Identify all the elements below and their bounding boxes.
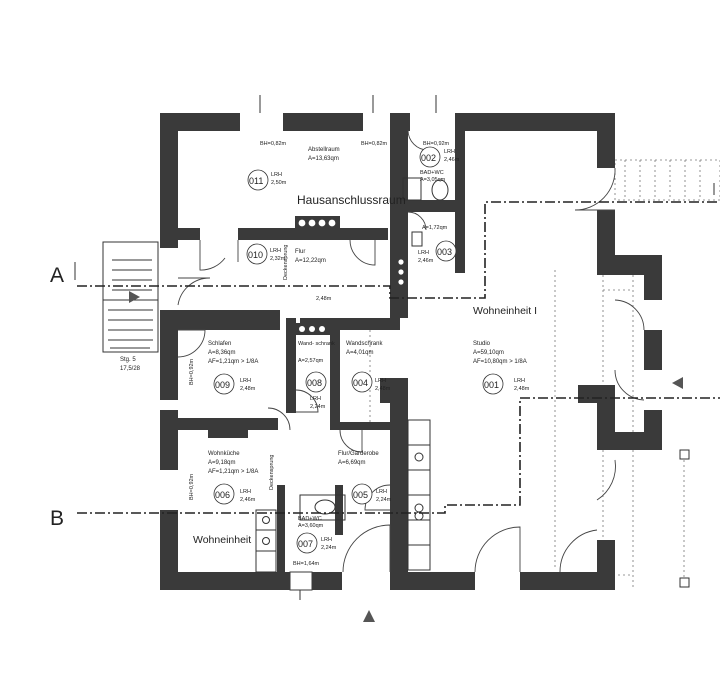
lrh-label: LRH	[270, 248, 281, 254]
lrh-value: 2,32m	[270, 256, 286, 262]
room-number: 010	[248, 250, 263, 260]
room-af: AF=1,21qm > 1/8A	[208, 469, 258, 475]
lrh-label: LRH	[376, 489, 387, 495]
room-number: 001	[484, 380, 499, 390]
deckensprung-note: Deckensprung	[283, 245, 289, 280]
stair-rise: 17,5/28	[120, 366, 141, 372]
room-area: A=4,01qm	[346, 350, 374, 356]
room-name: Abstellraum	[308, 147, 340, 153]
room-area: A=6,69qm	[338, 460, 366, 466]
room-number: 011	[249, 176, 263, 186]
room-name: Wohnküche	[208, 451, 240, 457]
room-number: 009	[215, 380, 230, 390]
lrh-label: LRH	[240, 378, 251, 384]
sill-height: BH=0,92m	[423, 141, 450, 147]
room-number: 007	[298, 539, 313, 549]
lrh-label: LRH	[375, 378, 386, 384]
lrh-value: 2,24m	[310, 404, 326, 410]
room-name: Schlafen	[208, 341, 231, 347]
lrh-label: LRH	[321, 537, 332, 543]
lrh-value: 2,50m	[271, 180, 287, 186]
room-area: A=8,36qm	[208, 350, 236, 356]
lrh-label: LRH	[444, 149, 455, 155]
lrh-label: LRH	[271, 172, 282, 178]
room-af: AF=1,21qm > 1/8A	[208, 359, 258, 365]
lrh-label: LRH	[240, 489, 251, 495]
room-number: 005	[353, 490, 368, 500]
room-number: 004	[353, 378, 368, 388]
sill-height: BH=0,82m	[361, 141, 388, 147]
section-b-label: B	[50, 507, 64, 530]
section-a-label: A	[50, 264, 64, 287]
railing-posts	[679, 449, 690, 588]
room-number: 002	[421, 153, 436, 163]
room-name: Flur/Garderobe	[338, 451, 379, 457]
lrh-value-2: 2,48m	[316, 296, 332, 302]
lrh-label: LRH	[514, 378, 525, 384]
wohneinheit-1-label: Wohneinheit I	[473, 305, 537, 317]
lrh-value: 2,24m	[376, 497, 392, 503]
room-area: A=3,05qm	[420, 177, 446, 183]
room-name: Wand- schrank	[298, 341, 335, 347]
room-number: 006	[215, 490, 230, 500]
room-area: A=12,22qm	[295, 258, 326, 264]
room-name: Studio	[473, 341, 491, 347]
walls	[160, 113, 662, 590]
section-lines: A B	[50, 183, 720, 622]
stair-label: Stg. 5	[120, 357, 136, 363]
room-name: Flur	[295, 249, 305, 255]
fixtures	[102, 177, 449, 573]
room-labels: BH=0,82m BH=0,82m Abstellraum A=13,63qm …	[189, 141, 537, 567]
room-name: Wandschrank	[346, 341, 383, 347]
sill-height: BH=0,92m	[189, 358, 195, 385]
room-name: BAD+WC	[298, 516, 322, 522]
doors	[177, 129, 645, 573]
window-marks	[259, 95, 437, 600]
lrh-value: 2,24m	[321, 545, 337, 551]
room-number: 003	[437, 247, 452, 257]
room-number: 008	[307, 378, 322, 388]
sill-height: BH=0,92m	[189, 473, 195, 500]
lrh-value: 2,48m	[240, 386, 256, 392]
lrh-label: LRH	[310, 396, 321, 402]
hausanschlussraum-label: Hausanschlussraum	[297, 193, 406, 207]
room-name: BAD+WC	[420, 170, 444, 176]
sill-height: BH=1,64m	[293, 561, 320, 567]
room-area: A=2,57qm	[298, 358, 324, 364]
wohneinheit-2-label: Wohneinheit	[193, 534, 251, 546]
room-area: A=13,63qm	[308, 156, 339, 162]
lrh-value: 2,46m	[418, 258, 434, 264]
room-area: A=9,18qm	[208, 460, 236, 466]
room-area: A=3,60qm	[298, 523, 324, 529]
lrh-value: 2,48m	[375, 386, 391, 392]
room-area: A=59,10qm	[473, 350, 504, 356]
lrh-label: LRH	[418, 250, 429, 256]
sill-height: BH=0,82m	[260, 141, 287, 147]
lrh-value: 2,46m	[240, 497, 256, 503]
deckensprung-note: Deckensprung	[269, 455, 275, 490]
lrh-value: 2,46m	[444, 157, 460, 163]
lrh-value: 2,48m	[514, 386, 530, 392]
room-area: A=1,72qm	[422, 225, 448, 231]
room-af: AF=10,80qm > 1/8A	[473, 359, 527, 365]
